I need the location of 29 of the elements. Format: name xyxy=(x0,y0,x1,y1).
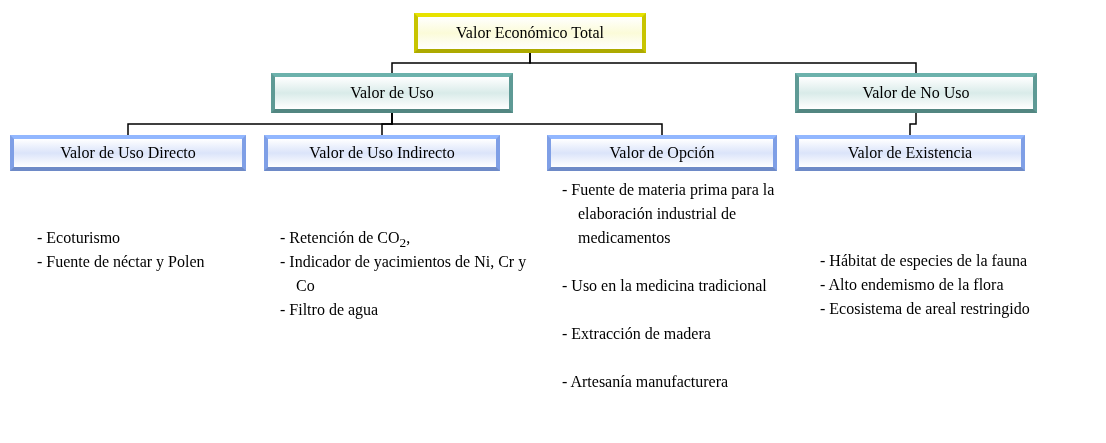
box-label: Valor de No Uso xyxy=(862,84,970,102)
list-item: - Extracción de madera xyxy=(562,324,712,344)
subcategory-box xyxy=(795,135,1025,171)
list-item: - Hábitat de especies de la fauna xyxy=(820,251,1028,272)
connector-line xyxy=(391,112,663,136)
box-label: Valor de Uso Indirecto xyxy=(309,144,455,162)
list-item: - Filtro de agua xyxy=(280,300,380,321)
list-item: - Ecosistema de areal restringido xyxy=(820,299,1031,320)
subcategory-box xyxy=(264,135,500,171)
box-label: Valor de Uso Directo xyxy=(60,144,196,162)
category-box xyxy=(271,73,513,113)
list-item: - Ecoturismo xyxy=(37,228,122,248)
list-item: - Artesanía manufacturera xyxy=(562,372,730,392)
list-item: - Fuente de materia prima para la elaboración industrial de medicamentos xyxy=(562,180,776,248)
category-box xyxy=(795,73,1037,113)
box-label: Valor de Existencia xyxy=(847,144,973,162)
box-label: Valor de Opción xyxy=(609,144,715,162)
list-item: - Fuente de néctar y Polen xyxy=(37,252,206,273)
connector-line xyxy=(529,52,917,74)
box-label: Valor Económico Total xyxy=(456,24,604,42)
subcategory-box xyxy=(547,135,777,171)
list-item: - Retención de CO$_{2}$, xyxy=(280,228,412,253)
list-item: - Alto endemismo de la flora xyxy=(820,275,1005,295)
subcategory-box xyxy=(10,135,246,171)
title-box xyxy=(414,13,646,53)
list-item: - Indicador de yacimientos de Ni, Cr y Co xyxy=(280,252,528,296)
box-label: Valor de Uso xyxy=(350,84,434,102)
connector-line xyxy=(909,112,917,136)
list-item: - Uso en la medicina tradicional xyxy=(562,276,768,296)
